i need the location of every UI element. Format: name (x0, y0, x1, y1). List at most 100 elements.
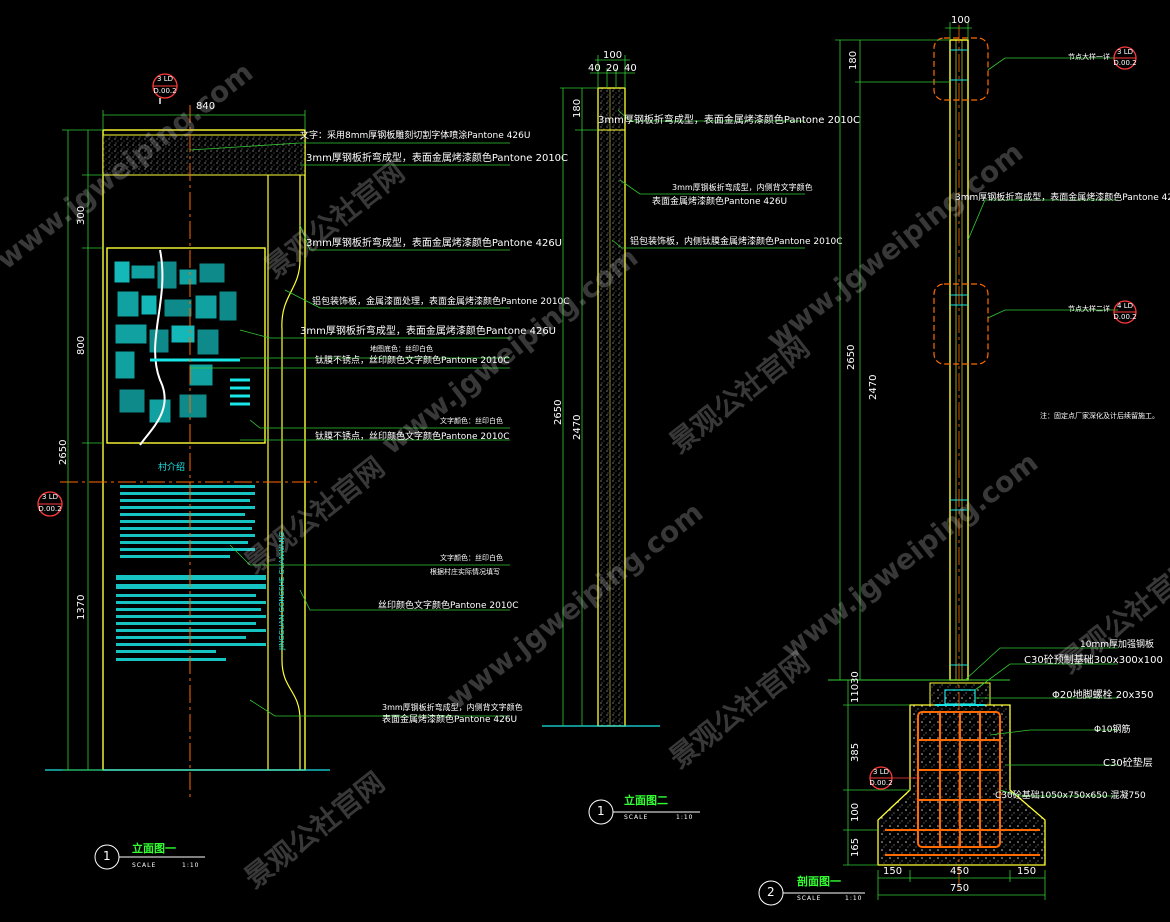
view-scale-value-1: 1:10 (182, 862, 200, 869)
annotation: 文字颜色：丝印白色 (440, 417, 503, 425)
dim-30: 30 (850, 671, 861, 684)
dim-2470-s: 2470 (868, 374, 879, 400)
annotation: C30砼基础1050x750x650 混凝750 (995, 791, 1146, 801)
view-number-3: 2 (767, 885, 775, 899)
callout-bubble-upper (1113, 46, 1137, 70)
sign-outline (102, 129, 306, 771)
callout-bubble-elev1-top (152, 73, 178, 104)
dim-1370: 1370 (76, 594, 87, 620)
intro-text-panel (116, 485, 266, 661)
view-title-2: 立面图二 (624, 794, 668, 807)
annotation: 地图底色：丝印白色 (370, 345, 433, 353)
annotation: 节点大样二详 (1068, 305, 1110, 313)
vertical-panel-text: JINGGUAN GONGSHE GUANWANG (278, 531, 286, 650)
annotation: 3mm厚钢板折弯成型，表面金属烤漆颜色Pantone 2010C (598, 115, 861, 126)
callout-elev1-top-num: 3 LD (157, 75, 173, 83)
side-profile-outline (597, 87, 626, 727)
annotation: 文字：采用8mm厚钢板雕刻切割字体喷涂Pantone 426U (300, 131, 531, 141)
callout-middle-sheet: D.00.2 (1113, 313, 1137, 321)
annotation: 注：固定点厂家深化及计后续留施工。 (1040, 412, 1159, 420)
annotation: 钛膜不锈点，丝印颜色文字颜色Pantone 2010C (315, 432, 510, 442)
callout-bubble-elev1-left (37, 491, 63, 517)
dim-450: 450 (950, 866, 970, 877)
annotation: 3mm厚钢板折弯成型，表面金属烤漆颜色Pantone 426U (300, 326, 557, 337)
dim-150b: 150 (1017, 866, 1037, 877)
dim-width: 840 (196, 101, 216, 112)
dim-2470: 2470 (572, 414, 583, 440)
section-1-drawing (758, 22, 1137, 906)
dim-top-100: 100 (951, 15, 971, 26)
annotation: 10mm厚加强钢板 (1080, 640, 1154, 650)
callout-upper-sheet: D.00.2 (1113, 59, 1137, 67)
annotation: 表面金属烤漆颜色Pantone 426U (652, 197, 788, 207)
view-scale-value-2: 1:10 (676, 814, 694, 821)
view-scale-label-3: SCALE (797, 895, 822, 902)
annotation: 3mm厚钢板折弯成型，内侧背文字颜色 (382, 703, 523, 712)
annotation: Φ10钢筋 (1094, 725, 1131, 735)
dim-100-s: 100 (850, 802, 861, 822)
elevation-2-leaders (611, 109, 805, 249)
callout-upper-num: 3 LD (1117, 48, 1133, 56)
annotation: 3mm厚钢板折弯成型，内侧背文字颜色 (672, 183, 813, 192)
dim-165: 165 (850, 837, 861, 857)
view-title-1: 立面图一 (132, 842, 176, 855)
view-scale-value-3: 1:10 (845, 895, 863, 902)
annotation: 铝包装饰板，内侧钛膜金属烤漆颜色Pantone 2010C (630, 237, 843, 247)
dim-150a: 150 (883, 866, 903, 877)
callout-bubble-base (869, 766, 920, 790)
view-title-3: 剖面图一 (797, 875, 841, 888)
annotation: Φ20地脚螺栓 20x350 (1052, 690, 1154, 701)
annotation: 3mm厚钢板折弯成型，表面金属烤漆颜色Pantone 2010C (306, 153, 569, 164)
annotation: C30砼预制基础300x300x100 (1024, 655, 1163, 666)
dim-180-s: 180 (848, 50, 859, 70)
annotation: 3mm厚钢板折弯成型，表面金属烤漆颜色Pantone 426U (955, 193, 1170, 203)
callout-base-sheet: D.00.2 (869, 779, 893, 787)
dim-2650: 2650 (553, 399, 564, 425)
dim-180: 180 (572, 98, 583, 118)
village-map (114, 249, 250, 446)
map-panel-frame (106, 247, 266, 444)
elevation-1-dimensions (62, 110, 306, 771)
elevation-2-dimensions (560, 55, 635, 726)
annotation: 根据村庄实际情况填写 (430, 568, 500, 576)
annotation: C30砼垫层 (1103, 758, 1153, 769)
callout-middle-num: 4 LD (1117, 302, 1133, 310)
dim-110: 110 (850, 683, 861, 703)
view-number-1: 1 (103, 849, 111, 863)
dim-750: 750 (950, 883, 970, 894)
section-1-leaders (964, 57, 1118, 797)
sign-curved-edge (267, 175, 301, 770)
view-number-2: 1 (597, 804, 605, 818)
sign-top-cap (102, 134, 306, 176)
elevation-1-leaders (189, 142, 510, 717)
dim-total-height: 2650 (58, 439, 69, 465)
view-scale-label-2: SCALE (624, 814, 649, 821)
annotation: 丝印颜色文字颜色Pantone 2010C (378, 601, 519, 611)
callout-elev1-top-sheet: D.00.2 (153, 87, 177, 95)
annotation: 节点大样一详 (1068, 53, 1110, 61)
dim-385: 385 (850, 742, 861, 762)
foundation (877, 682, 1046, 866)
annotation: 钛膜不锈点，丝印颜色文字颜色Pantone 2010C (315, 356, 510, 366)
dim-300: 300 (76, 205, 87, 225)
dim-40b: 40 (624, 63, 637, 74)
section-1-dimensions (835, 22, 1046, 900)
annotation: 3mm厚钢板折弯成型，表面金属烤漆颜色Pantone 426U (306, 238, 563, 249)
elevation-1-drawing (37, 73, 510, 870)
annotation: 铝包装饰板，金属漆面处理，表面金属烤漆颜色Pantone 2010C (312, 297, 570, 307)
view-scale-label-1: SCALE (132, 862, 157, 869)
detail-box-middle (933, 283, 989, 365)
annotation: 表面金属烤漆颜色Pantone 426U (382, 715, 518, 725)
callout-base-num: 3 LD (873, 768, 889, 776)
dim-800: 800 (76, 335, 87, 355)
dim-40a: 40 (588, 63, 601, 74)
dim-20: 20 (606, 63, 619, 74)
detail-box-upper (933, 37, 989, 101)
dim-2650-s: 2650 (846, 344, 857, 370)
elevation-2-drawing (542, 55, 805, 825)
dim-100: 100 (603, 50, 623, 61)
annotation: 文字颜色：丝印白色 (440, 554, 503, 562)
callout-elev1-left-sheet: D.00.2 (38, 505, 62, 513)
callout-bubble-middle (1113, 300, 1137, 324)
